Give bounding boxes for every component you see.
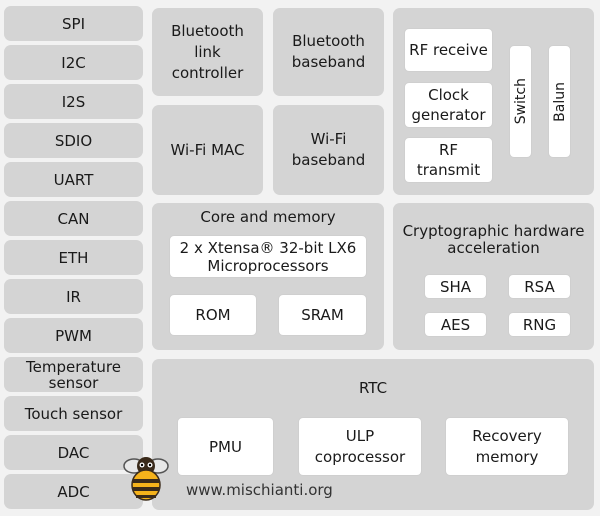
peripheral-label: IR [66,287,81,306]
bluetooth-link-controller-block: Bluetooth link controller [152,8,263,96]
rng-block: RNG [508,312,571,337]
pmu-block: PMU [177,417,274,476]
core-and-memory-title: Core and memory [200,208,336,226]
peripheral-sdio: SDIO [4,123,143,158]
block-label: ROM [195,306,231,324]
peripheral-spi: SPI [4,6,143,41]
ulp-coprocessor-block: ULP coprocessor [298,417,422,476]
peripheral-temperature-sensor: Temperature sensor [4,357,143,392]
balun-block: Balun [548,45,571,158]
sram-block: SRAM [278,294,367,336]
block-label: RNG [522,315,557,334]
block-label: SRAM [301,306,344,324]
block-label: PMU [209,437,242,456]
peripheral-label: I2S [61,92,86,111]
rtc-title: RTC [358,379,388,397]
block-label: ULP coprocessor [314,426,406,466]
peripheral-label: PWM [55,326,92,345]
peripheral-uart: UART [4,162,143,197]
rom-block: ROM [169,294,257,336]
block-label: RF transmit [416,141,481,179]
block-label: RSA [524,277,555,296]
sha-block: SHA [424,274,487,299]
peripheral-label: ETH [58,248,89,267]
peripheral-i2s: I2S [4,84,143,119]
recovery-memory-block: Recovery memory [445,417,569,476]
wifi-mac-block: Wi-Fi MAC [152,105,263,195]
block-label: Wi-Fi MAC [170,140,245,159]
block-label: Clock generator [411,86,486,124]
clock-generator-block: Clock generator [404,82,493,128]
peripheral-ir: IR [4,279,143,314]
peripheral-eth: ETH [4,240,143,275]
rf-transmit-block: RF transmit [404,137,493,183]
peripheral-label: ADC [57,482,90,501]
bluetooth-baseband-block: Bluetooth baseband [273,8,384,96]
block-label: Wi-Fi baseband [291,130,366,169]
peripheral-touch-sensor: Touch sensor [4,396,143,431]
aes-block: AES [424,312,487,337]
cpu-block: 2 x Xtensa® 32-bit LX6 Microprocessors [169,235,367,278]
block-label: Balun [551,81,568,122]
peripheral-label: SPI [62,14,85,33]
peripheral-label: SDIO [54,131,93,150]
watermark-text: www.mischianti.org [186,481,333,499]
wifi-baseband-block: Wi-Fi baseband [273,105,384,195]
block-label: Switch [512,78,529,125]
block-label: AES [440,315,471,334]
block-label: Bluetooth baseband [291,32,366,71]
bee-logo-icon [123,457,169,501]
block-label: 2 x Xtensa® 32-bit LX6 Microprocessors [179,238,357,275]
peripheral-label: Temperature sensor [25,357,122,392]
switch-block: Switch [509,45,532,158]
peripheral-label: CAN [57,209,90,228]
block-label: SHA [439,277,472,296]
peripheral-i2c: I2C [4,45,143,80]
block-label: Bluetooth link controller [171,21,244,82]
peripheral-pwm: PWM [4,318,143,353]
peripheral-adc: ADC [4,474,143,509]
peripheral-label: DAC [57,443,90,462]
peripheral-label: I2C [61,53,86,72]
rsa-block: RSA [508,274,571,299]
peripheral-label: Touch sensor [24,404,123,423]
block-label: Recovery memory [472,426,542,466]
crypto-title: Cryptographic hardware acceleration [402,222,585,257]
peripheral-can: CAN [4,201,143,236]
rf-receive-block: RF receive [404,28,493,72]
peripheral-dac: DAC [4,435,143,470]
peripheral-label: UART [53,170,94,189]
block-label: RF receive [409,41,488,59]
